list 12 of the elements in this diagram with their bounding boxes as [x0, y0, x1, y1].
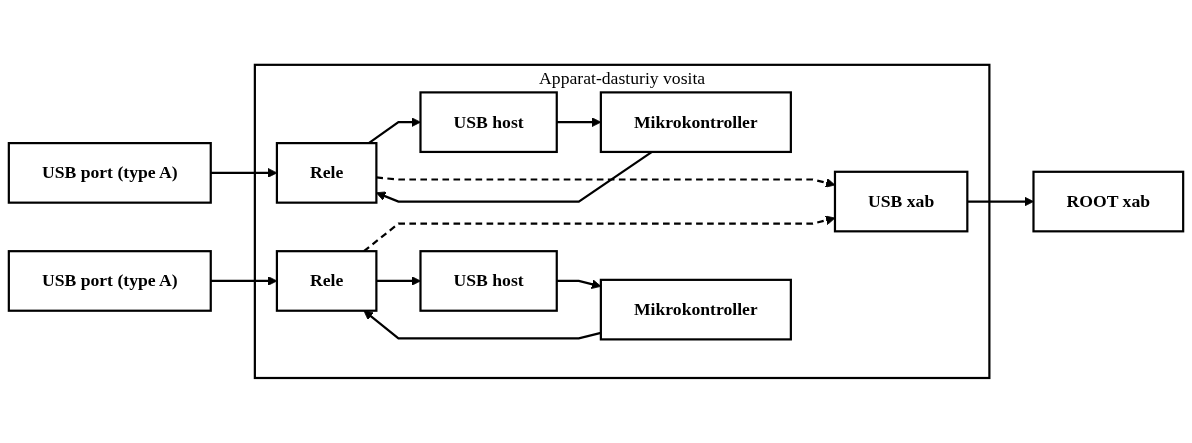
arrow — [967, 196, 1034, 207]
node-box: USB host — [419, 91, 558, 154]
node-box: ROOT xab — [1032, 170, 1185, 233]
node-box: Rele — [275, 250, 378, 312]
node-box: USB port (type A) — [7, 250, 212, 312]
node-box: USB xab — [833, 170, 969, 233]
node-box: USB host — [419, 250, 558, 312]
node-box: Mikrokontroller — [599, 91, 792, 154]
node-box: Mikrokontroller — [599, 278, 792, 341]
node-box: Rele — [275, 142, 378, 204]
node-box: USB port (type A) — [7, 142, 212, 204]
arrow — [376, 276, 421, 286]
